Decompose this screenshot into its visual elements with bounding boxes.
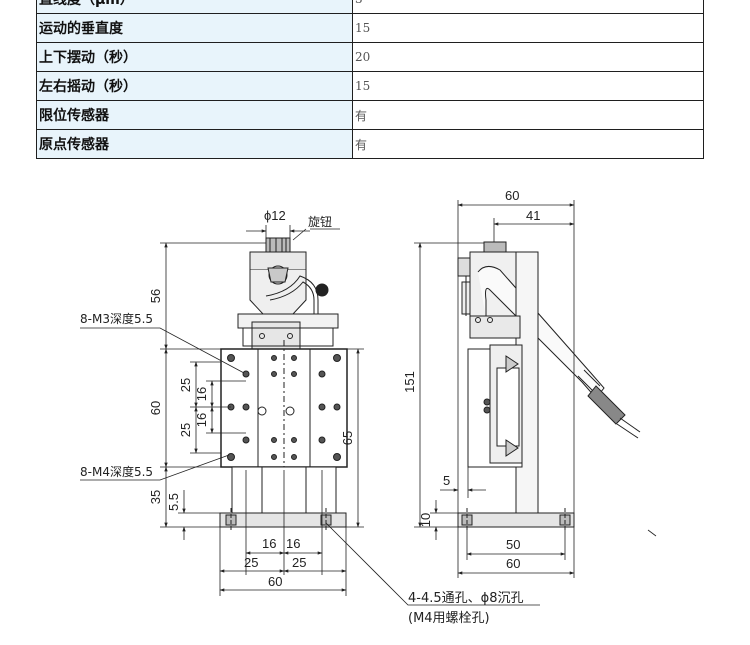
- m4-callout: 8-M4深度5.5: [80, 464, 153, 479]
- mount-holes-note: (M4用螺栓孔): [408, 611, 490, 626]
- side-view: [414, 200, 657, 578]
- spec-label: 原点传感器: [36, 129, 353, 159]
- table-row: 上下摆动（秒）20: [36, 42, 704, 72]
- knob-label: 旋钮: [308, 214, 332, 229]
- spec-value: 15: [352, 13, 704, 43]
- dim-front-60: 60: [148, 401, 163, 415]
- spec-value: 有: [352, 100, 704, 130]
- spec-value: 15: [352, 71, 704, 101]
- dim-front-35: 35: [148, 490, 163, 504]
- dim-front-w16a: 16: [262, 536, 276, 551]
- dim-front-v25b: 25: [178, 423, 193, 437]
- dim-side-41: 41: [526, 208, 540, 223]
- dim-side-5: 5: [443, 473, 450, 488]
- table-row: 直线度（μm）3: [36, 0, 704, 14]
- spec-label: 上下摆动（秒）: [36, 42, 353, 72]
- dim-side-60-bottom: 60: [506, 556, 520, 571]
- spec-label: 限位传感器: [36, 100, 353, 130]
- spec-label: 左右摇动（秒）: [36, 71, 353, 101]
- table-row: 左右摇动（秒）15: [36, 71, 704, 101]
- knob-diameter-label: ϕ12: [264, 208, 286, 223]
- dim-front-w25a: 25: [244, 555, 258, 570]
- dim-front-v16b: 16: [194, 413, 209, 427]
- table-row: 限位传感器有: [36, 100, 704, 130]
- dim-front-w16b: 16: [286, 536, 300, 551]
- spec-label: 运动的垂直度: [36, 13, 353, 43]
- dim-front-w25b: 25: [292, 555, 306, 570]
- dim-front-w60: 60: [268, 574, 282, 589]
- spec-value: 3: [352, 0, 704, 14]
- spec-value: 20: [352, 42, 704, 72]
- dim-side-151: 151: [402, 371, 417, 393]
- m3-callout: 8-M3深度5.5: [80, 311, 153, 326]
- dim-front-v25a: 25: [178, 378, 193, 392]
- dim-side-50: 50: [506, 537, 520, 552]
- dim-front-56: 56: [148, 289, 163, 303]
- mount-holes-callout: 4-4.5通孔、ϕ8沉孔: [408, 591, 523, 606]
- dim-side-10: 10: [418, 513, 433, 527]
- dim-front-v16a: 16: [194, 387, 209, 401]
- front-view: [80, 225, 540, 606]
- dim-front-65: 65: [340, 431, 355, 445]
- dim-side-60-top: 60: [505, 188, 519, 203]
- table-row: 原点传感器有: [36, 129, 704, 159]
- dim-front-5-5: 5.5: [166, 493, 181, 511]
- spec-value: 有: [352, 129, 704, 159]
